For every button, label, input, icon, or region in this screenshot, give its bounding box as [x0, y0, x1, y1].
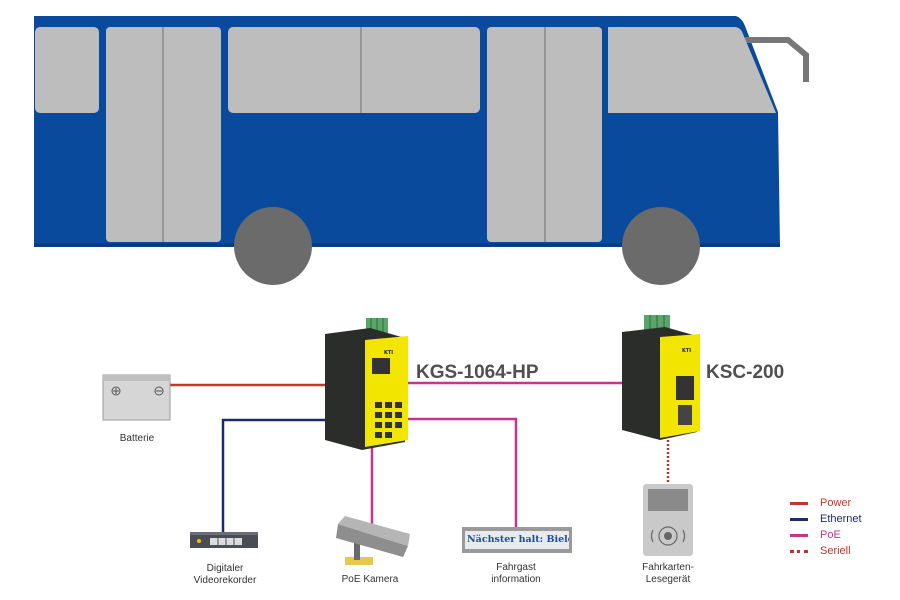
battery-minus-terminal — [154, 386, 164, 396]
bus-window — [35, 27, 99, 113]
bus-mirror — [745, 37, 809, 82]
poe-line-display — [408, 417, 518, 527]
legend-item-power: Power — [790, 495, 862, 511]
legend-label-power: Power — [820, 497, 852, 509]
battery — [102, 374, 171, 421]
legend-swatch-serial — [790, 549, 808, 553]
legend-item-serial: Seriell — [790, 543, 862, 559]
converter-device: KTI — [622, 315, 700, 440]
legend-label-poe: PoE — [820, 529, 841, 541]
converter-model-label: KSC-200 — [706, 362, 785, 383]
passenger-info-label-line2: information — [491, 574, 541, 585]
bus — [34, 16, 809, 285]
switch-model-label: KGS-1064-HP — [416, 362, 539, 383]
legend-label-ethernet: Ethernet — [820, 513, 862, 525]
legend-item-poe: PoE — [790, 527, 862, 543]
legend-swatch-ethernet — [790, 517, 808, 521]
video-recorder — [190, 532, 258, 548]
ticket-reader-label-line2: Lesegerät — [645, 574, 691, 585]
legend-label-serial: Seriell — [820, 545, 851, 557]
legend-item-ethernet: Ethernet — [790, 511, 862, 527]
legend-swatch-power — [790, 501, 808, 505]
switch-brand-logo: KTI — [384, 350, 393, 356]
recorder-label: Digitaler Videorekorder — [170, 563, 280, 587]
ticket-reader — [643, 484, 693, 556]
battery-label: Batterie — [119, 433, 155, 444]
bus-wheel-front — [622, 207, 700, 285]
recorder-label-line1: Digitaler — [206, 563, 244, 574]
passenger-info-display — [462, 527, 572, 553]
passenger-info-label-line1: Fahrgast — [496, 562, 536, 573]
battery-plus-terminal — [111, 386, 121, 396]
recorder-label-line2: Videorekorder — [193, 575, 257, 586]
bus-wheel-rear — [234, 207, 312, 285]
connections — [170, 381, 670, 532]
ticket-reader-label-line1: Fahrkarten- — [642, 562, 694, 573]
legend: Power Ethernet PoE Seriell — [790, 495, 862, 559]
legend-swatch-poe — [790, 533, 808, 537]
passenger-display-text: Nächster halt: Bielef — [467, 534, 569, 545]
passenger-info-label: Fahrgast information — [466, 562, 566, 586]
ethernet-line — [221, 418, 325, 532]
converter-brand-logo: KTI — [682, 348, 691, 354]
bus-window — [228, 27, 480, 113]
bus-windshield — [608, 27, 776, 113]
poe-camera — [336, 516, 410, 565]
switch-device: KTI — [325, 318, 408, 450]
camera-label: PoE Kamera — [341, 574, 399, 585]
ticket-reader-label: Fahrkarten- Lesegerät — [618, 562, 718, 586]
